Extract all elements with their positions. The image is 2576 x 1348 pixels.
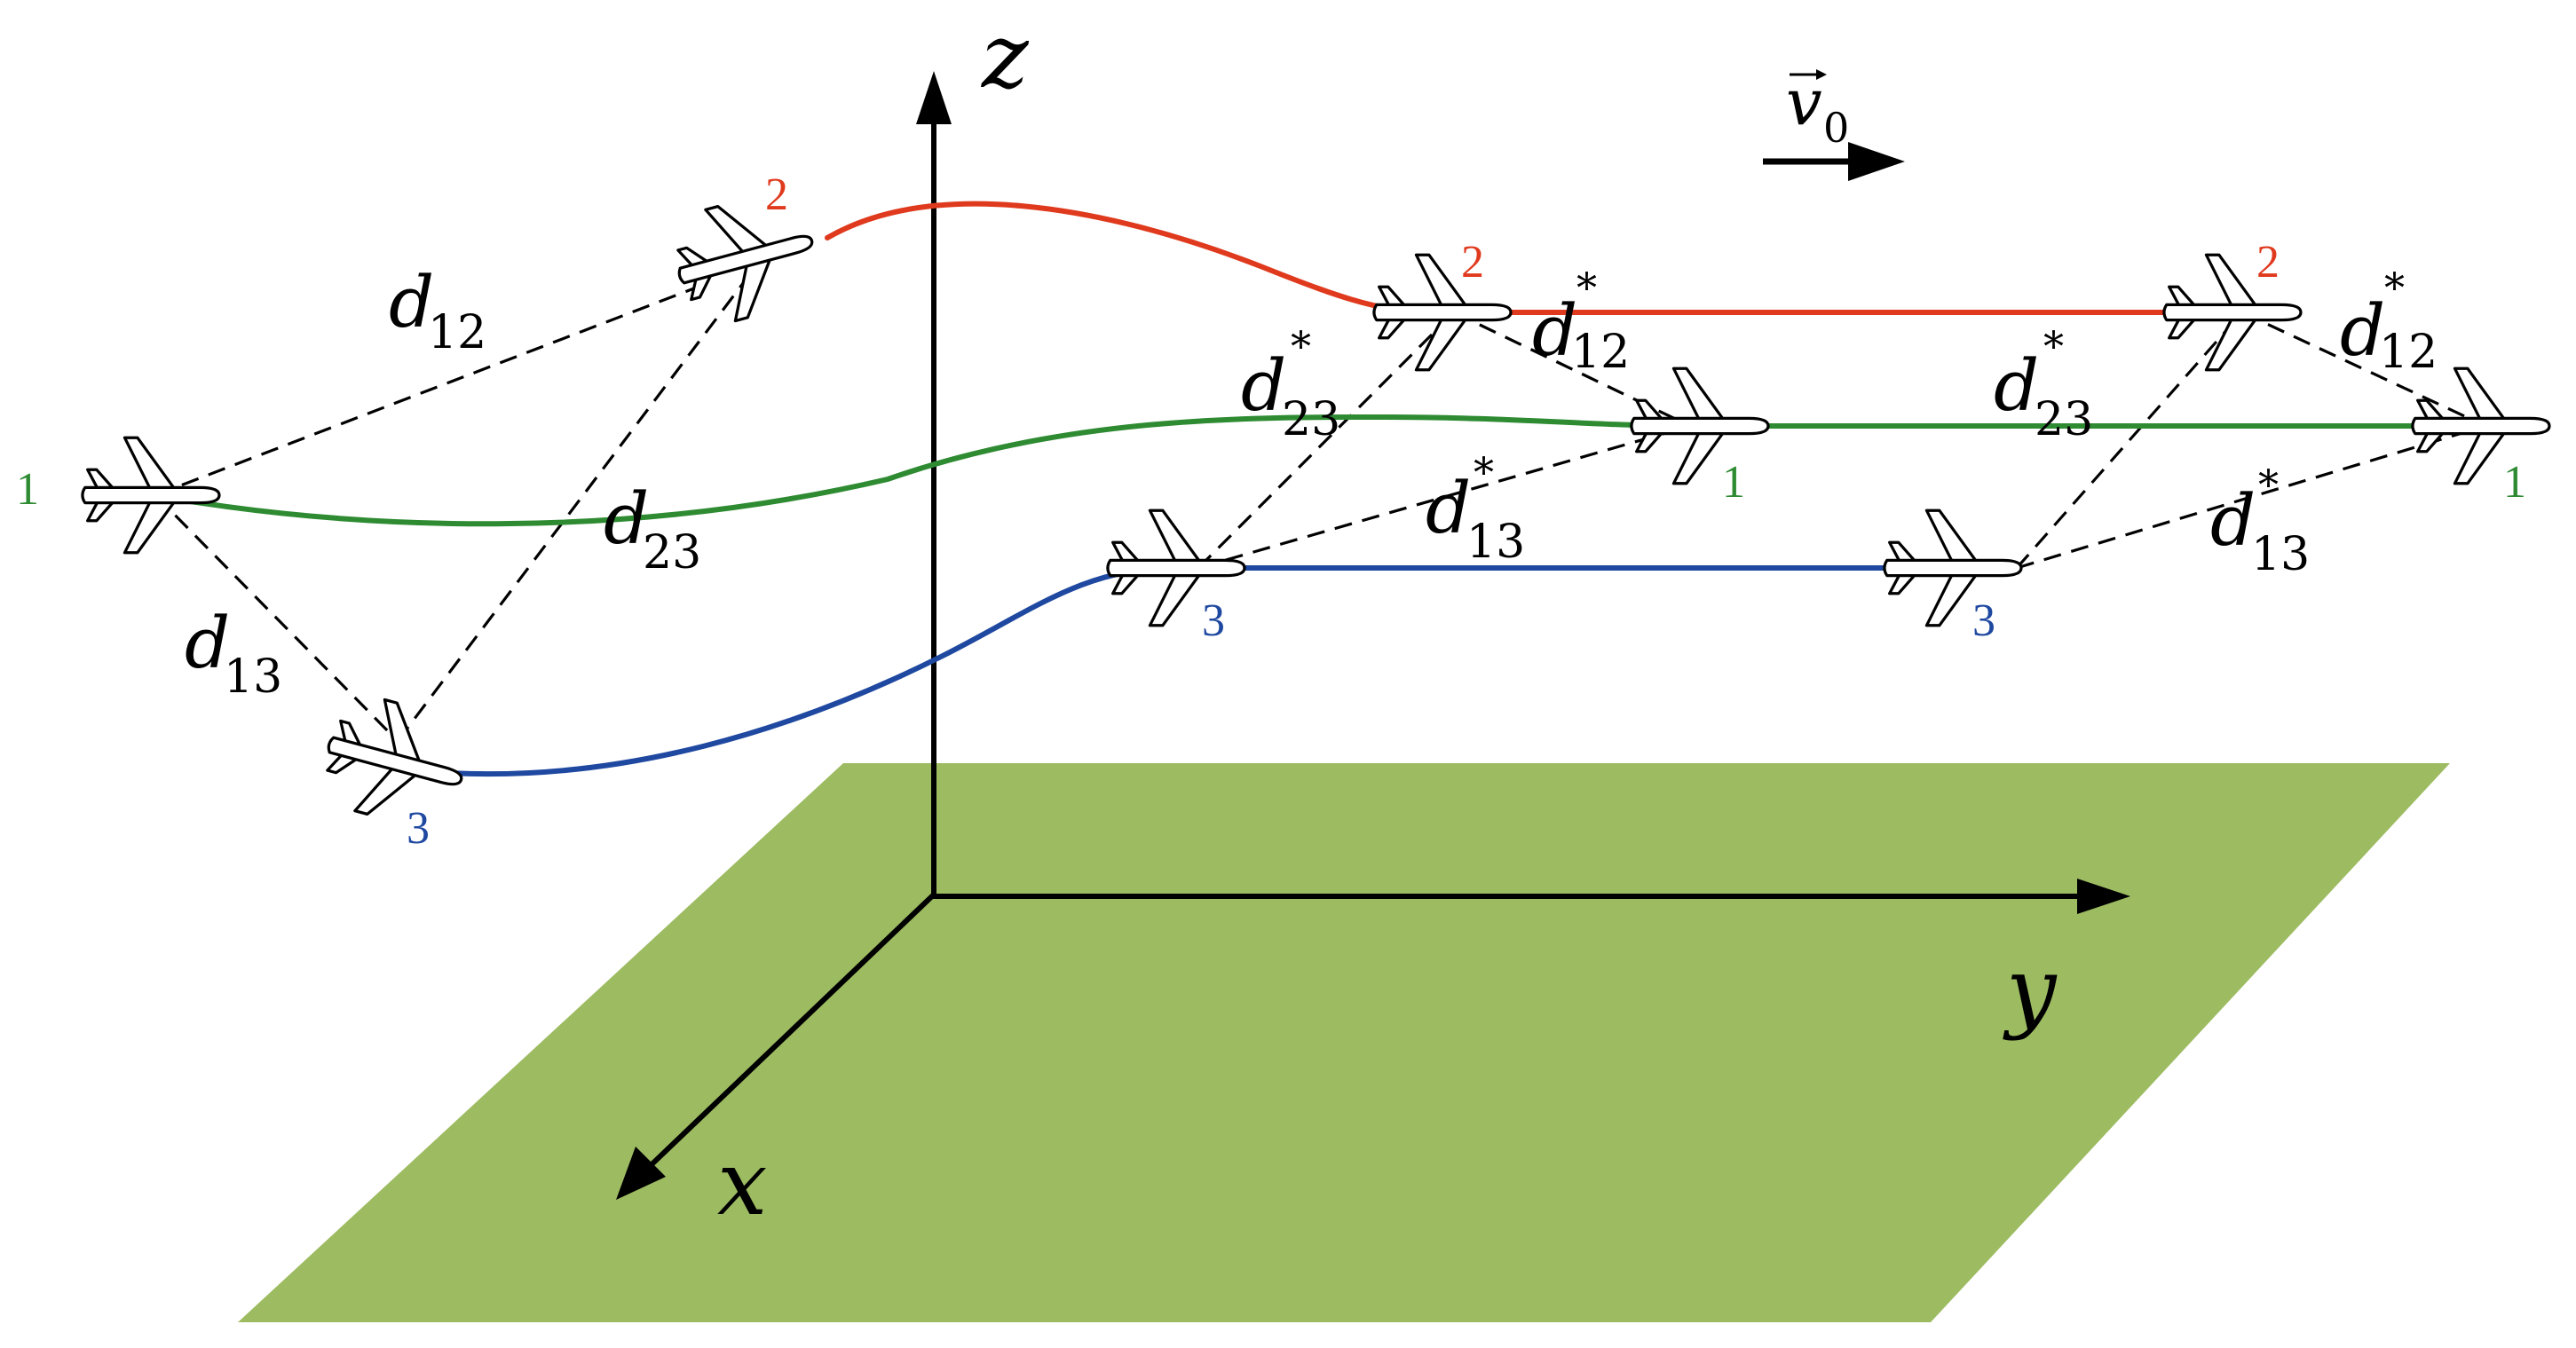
uav2-initial-plane-icon bbox=[663, 184, 828, 334]
distance-label-d13-star-2: d * 13 bbox=[2210, 461, 2310, 581]
svg-text:d: d bbox=[1426, 467, 1471, 549]
uav1-formation-2-plane-icon bbox=[2411, 367, 2551, 485]
uav3-label-formation-1: 3 bbox=[1202, 595, 1225, 646]
svg-text:d: d bbox=[185, 602, 230, 684]
svg-text:12: 12 bbox=[1571, 326, 1630, 379]
distance-label-d12-star-2: d * 12 bbox=[2340, 264, 2438, 379]
uav3-trajectory bbox=[431, 565, 2018, 777]
z-axis-label: z bbox=[981, 4, 1030, 108]
uav3-label-initial: 3 bbox=[407, 803, 430, 854]
distance-label-d23-star-2: d * 23 bbox=[1994, 322, 2093, 446]
svg-text:13: 13 bbox=[2251, 528, 2310, 581]
svg-text:13: 13 bbox=[1466, 516, 1525, 569]
svg-text:*: * bbox=[2043, 322, 2064, 370]
svg-text:*: * bbox=[1576, 264, 1597, 311]
svg-text:12: 12 bbox=[2379, 326, 2438, 379]
svg-text:*: * bbox=[2258, 461, 2279, 508]
uav2-label-initial: 2 bbox=[765, 169, 788, 220]
svg-text:23: 23 bbox=[643, 526, 701, 579]
distance-label-d23-star-1: d * 23 bbox=[1241, 322, 1340, 446]
y-axis-label: y bbox=[2003, 938, 2058, 1042]
svg-text:d: d bbox=[1994, 344, 2039, 427]
uav1-label-formation-2: 1 bbox=[2503, 457, 2526, 508]
distance-label-d13: d 13 bbox=[185, 602, 282, 704]
initial-links bbox=[154, 280, 746, 743]
uav2-label-formation-1: 2 bbox=[1461, 237, 1484, 288]
uav1-trajectory bbox=[150, 414, 2488, 527]
svg-text:d: d bbox=[2340, 289, 2385, 372]
velocity-subscript: 0 bbox=[1823, 104, 1849, 152]
distance-label-d12: d 12 bbox=[389, 261, 486, 359]
uav2-formation-2-plane-icon bbox=[2162, 253, 2303, 372]
svg-text:d: d bbox=[1532, 289, 1577, 372]
ground-plane bbox=[238, 763, 2450, 1322]
uav3-label-formation-2: 3 bbox=[1972, 595, 1995, 646]
velocity-symbol: v bbox=[1786, 65, 1822, 139]
velocity-vector-arrowhead bbox=[1816, 69, 1827, 80]
distance-label-d23: d 23 bbox=[604, 477, 701, 579]
svg-text:*: * bbox=[2384, 264, 2405, 311]
uav3-initial-plane-icon bbox=[312, 687, 478, 837]
formation-links-1 bbox=[1197, 311, 1691, 570]
svg-text:d: d bbox=[389, 261, 434, 343]
z-axis-arrow-icon bbox=[916, 71, 952, 124]
formation-links-2 bbox=[2015, 311, 2486, 570]
svg-text:13: 13 bbox=[224, 650, 282, 704]
uav2-label-formation-2: 2 bbox=[2256, 237, 2280, 288]
svg-text:12: 12 bbox=[428, 306, 486, 359]
uav1-label-initial: 1 bbox=[16, 464, 39, 515]
distance-label-d13-star-1: d * 13 bbox=[1426, 448, 1525, 569]
velocity-indicator: v 0 bbox=[1763, 65, 1905, 181]
x-axis-label: x bbox=[717, 1131, 767, 1235]
distance-label-d12-star-1: d * 12 bbox=[1532, 264, 1630, 379]
svg-text:d: d bbox=[1241, 344, 1286, 427]
uav1-initial-plane-icon bbox=[81, 436, 221, 555]
y-axis-arrow-icon bbox=[2077, 879, 2130, 914]
svg-text:d: d bbox=[604, 477, 649, 560]
velocity-arrowhead bbox=[1848, 142, 1905, 181]
svg-text:*: * bbox=[1474, 448, 1494, 496]
uav1-formation-1-plane-icon bbox=[1630, 367, 1770, 485]
uav2-formation-1-plane-icon bbox=[1372, 253, 1513, 372]
svg-text:23: 23 bbox=[1282, 393, 1340, 446]
svg-text:d: d bbox=[2210, 479, 2256, 562]
x-axis-arrow-icon bbox=[616, 1147, 666, 1200]
uav1-label-formation-1: 1 bbox=[1722, 457, 1745, 508]
uav3-formation-2-plane-icon bbox=[1883, 508, 2023, 627]
x-axis bbox=[644, 892, 936, 1172]
svg-text:*: * bbox=[1291, 322, 1311, 370]
svg-text:23: 23 bbox=[2035, 393, 2093, 446]
